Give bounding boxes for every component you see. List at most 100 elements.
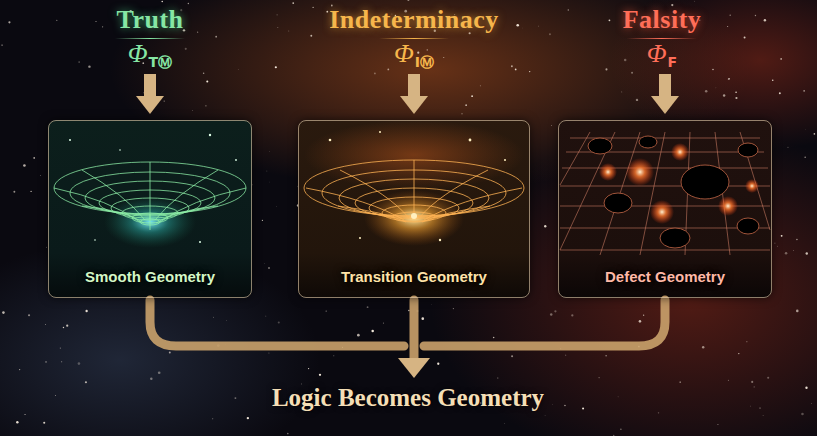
star [796,239,797,240]
star [161,1,163,3]
star [28,314,30,316]
star [609,19,611,21]
illustration-part [304,160,524,222]
star [805,128,807,130]
star [383,323,384,324]
star [66,325,68,327]
star [679,381,680,382]
heading-title: Truth [115,6,185,35]
star [493,337,495,339]
star [694,0,696,2]
star [13,191,15,193]
star [8,21,10,23]
star [45,324,47,326]
illustration-part [379,131,381,133]
panel-label: Smooth Geometry [85,268,215,285]
star [762,415,764,417]
illustration-part [469,139,472,142]
star [715,87,717,89]
star [169,352,171,354]
illustration-part [560,138,770,250]
illustration-part [650,200,674,224]
star [417,52,419,54]
star [806,252,808,254]
star [33,157,35,159]
heading-rule [115,38,185,39]
illustration-part [48,120,252,298]
phi-symbol: Φ [128,39,148,68]
star [565,355,566,356]
illustration-part [599,143,759,224]
star [702,346,704,348]
illustration-part [306,160,522,222]
illustration-part [410,300,419,362]
star [275,66,277,68]
illustration-part [560,132,770,255]
star [605,68,607,70]
illustration-part [209,134,211,136]
star [56,20,57,21]
down-arrows [136,74,679,114]
star [269,181,271,183]
star [371,330,374,333]
star [150,378,152,380]
star [631,72,633,74]
illustration-part [144,74,156,98]
star [185,48,187,50]
heading-title: Indeterminacy [329,6,499,35]
star [811,403,813,405]
star [728,78,730,80]
star [727,26,728,27]
illustration-part [69,139,71,141]
star [326,310,327,311]
star [387,69,389,71]
star [278,322,280,324]
heading-group: FalsityΦF [623,6,702,70]
star [265,315,267,317]
star [754,386,755,387]
star [796,310,799,313]
star [728,78,730,80]
star [764,19,766,21]
illustration-part [737,218,759,234]
heading-group: IndeterminacyΦIⓂ [329,6,499,70]
phi-subscript: F [668,54,678,70]
star [738,353,739,354]
star [158,371,161,374]
star [78,362,81,365]
star [319,374,321,376]
illustration-part [651,96,679,114]
symbol-row: ΦIⓂ [329,40,499,70]
star [45,361,46,362]
illustration-part [718,196,738,216]
symbol-row: ΦTⓂ [115,40,185,70]
star [268,352,269,353]
star [515,69,517,71]
star [522,27,524,29]
star [268,267,270,269]
star [598,377,600,379]
star [658,412,659,413]
star [529,71,530,72]
star [620,428,621,429]
star [212,418,213,419]
star [333,355,334,356]
illustration-part [329,131,506,241]
star [453,308,454,309]
star [705,90,708,93]
star [276,206,278,208]
star [16,421,18,423]
star [564,405,566,407]
star [30,191,31,192]
star [767,377,769,379]
star [751,381,753,383]
star [408,310,410,312]
star [582,408,584,410]
star [750,405,752,407]
illustration-part [504,159,506,161]
illustration-part [150,300,404,346]
star [310,35,312,37]
star [780,58,782,60]
illustration-part [298,120,530,298]
star [25,414,26,415]
